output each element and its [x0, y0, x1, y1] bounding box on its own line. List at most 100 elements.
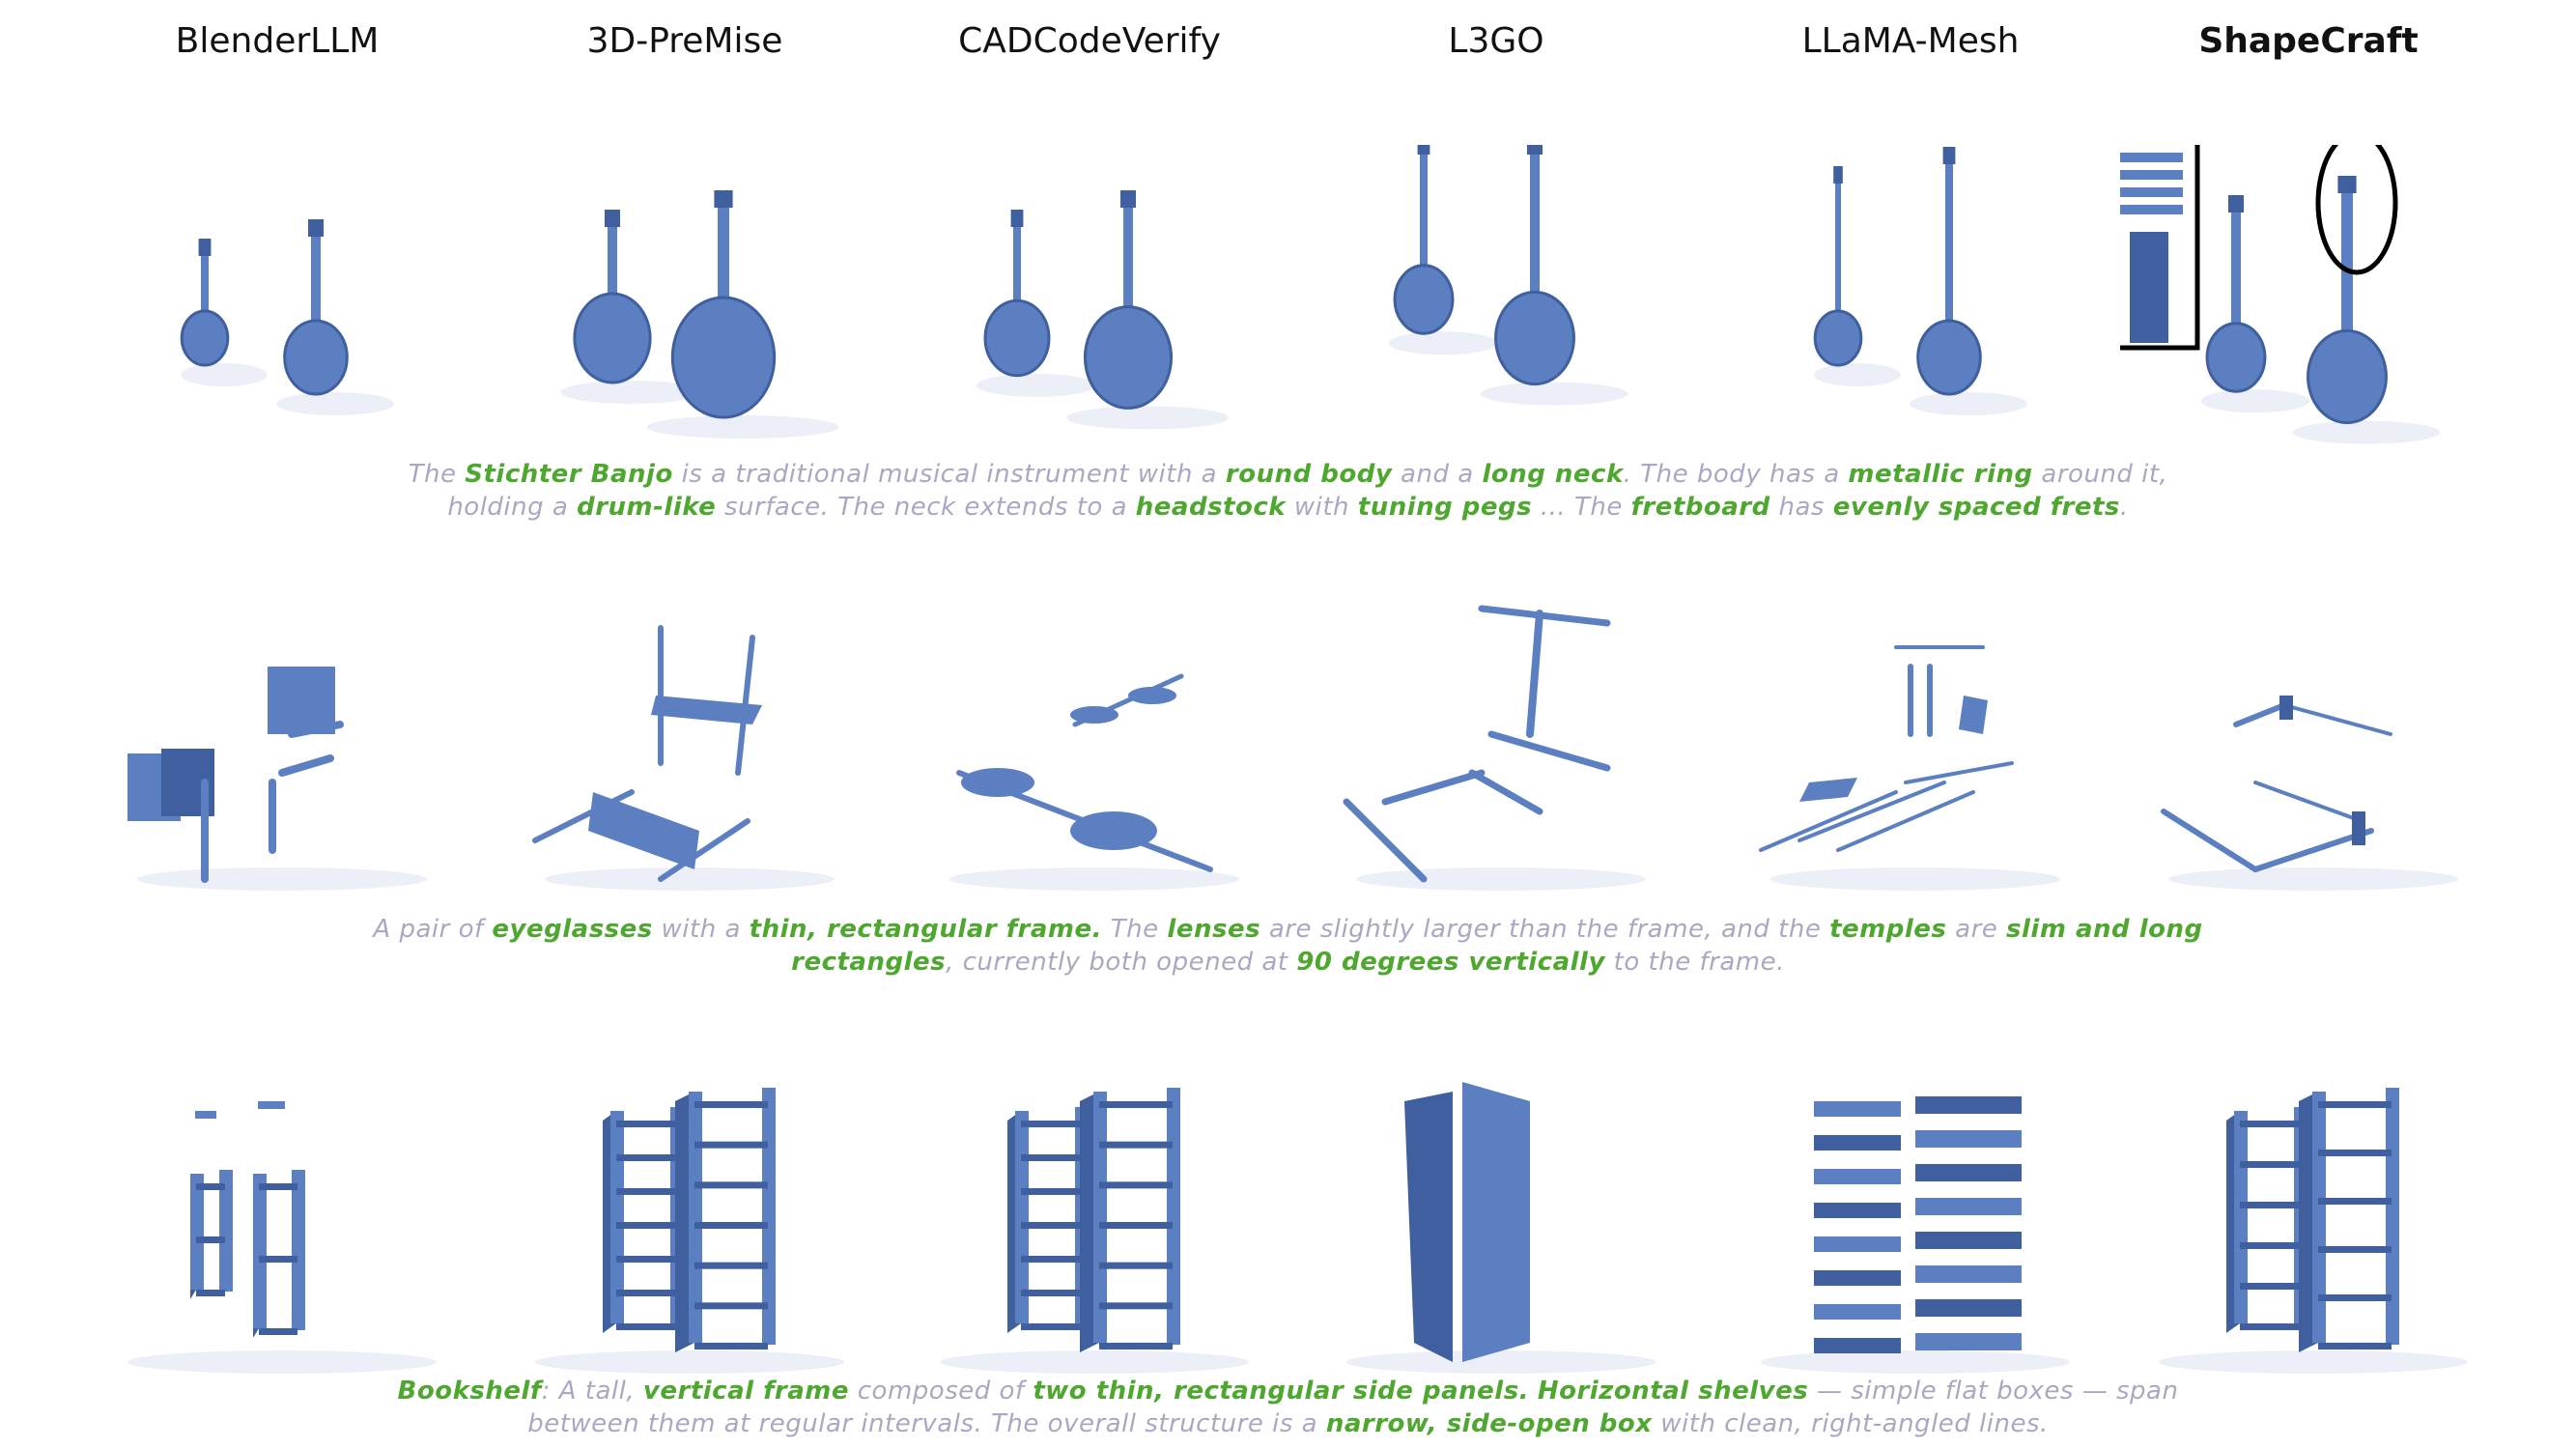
shelf-board [1099, 1181, 1173, 1189]
shelf-board [2240, 1323, 2300, 1330]
shelf-board [1099, 1343, 1173, 1350]
banjo-body [1083, 305, 1174, 410]
shelf-board [2318, 1198, 2392, 1205]
frame [588, 792, 699, 869]
door-panel [1404, 1092, 1453, 1362]
shelf-board [1915, 1198, 2022, 1215]
shelf-side-panel [1015, 1111, 1029, 1323]
shelf-board [196, 1236, 225, 1243]
lens [1128, 687, 1176, 704]
shelf-side-panel [1093, 1092, 1107, 1343]
shelf-board [694, 1141, 768, 1149]
shelf-board [694, 1302, 768, 1310]
highlighted-phrase: two thin, rectangular side panels. [1033, 1377, 1530, 1406]
banjo-render [560, 190, 839, 439]
banjo-body [2307, 328, 2388, 425]
column-header-llama-mesh: LLaMA-Mesh [1801, 21, 2020, 61]
shelf-board [616, 1290, 676, 1296]
caption-text: The [408, 460, 466, 489]
banjo-render [976, 190, 1229, 430]
shelf-board [2240, 1283, 2300, 1290]
highlighted-phrase: Stichter Banjo [465, 460, 673, 489]
shadow [535, 1350, 844, 1374]
banjo-headstock [1942, 147, 1956, 164]
render-bookshelf-blenderllm [89, 1053, 466, 1381]
lens [1799, 778, 1857, 802]
lens [1070, 706, 1118, 724]
eyeglasses-render [127, 667, 427, 891]
render-eyeglasses-l3go [1308, 589, 1684, 918]
highlighted-phrase: temples [1829, 915, 1947, 944]
bookshelf-render [1346, 1082, 1656, 1374]
shelf-board [1814, 1338, 1901, 1353]
caption-text: . The body has a [1623, 460, 1849, 489]
shelf-side-panel [689, 1092, 702, 1343]
render-banjo-blenderllm [89, 145, 466, 473]
column-header-blenderllm: BlenderLLM [175, 21, 380, 61]
caption-text: holding a [447, 493, 578, 522]
bookshelf-render [2159, 1088, 2468, 1374]
bookshelf-render [940, 1088, 1249, 1374]
banjo-neck [1420, 155, 1428, 299]
headstock-highlight-ellipse [2315, 130, 2398, 275]
glasses-part [1526, 610, 1543, 738]
banjo-neck [2231, 213, 2241, 357]
caption-text: . [2119, 493, 2129, 522]
shelf-board [1814, 1236, 1901, 1252]
highlighted-phrase: rectangles [791, 948, 947, 977]
caption-text [1529, 1377, 1538, 1406]
render-bookshelf-l3go [1308, 1053, 1684, 1381]
banjo-headstock [1417, 137, 1430, 155]
eyeglasses-render [532, 625, 835, 891]
bookshelf-render [535, 1088, 844, 1374]
caption-text: to the frame. [1604, 948, 1785, 977]
glasses-part [288, 721, 344, 738]
banjo-body [2205, 322, 2267, 393]
shelf-board [1915, 1096, 2022, 1114]
banjo-headstock [605, 210, 620, 227]
banjo-body [1393, 264, 1455, 335]
shelf-board [2318, 1246, 2392, 1253]
glasses-part [2253, 781, 2364, 823]
shelf-board [694, 1222, 768, 1229]
shelf-board [1021, 1290, 1081, 1296]
render-banjo-shapecraft [2083, 113, 2497, 473]
glasses-part [2282, 703, 2392, 736]
shelf-board [1021, 1154, 1081, 1161]
shadow [2200, 389, 2310, 413]
shelf-board [2240, 1121, 2300, 1127]
glasses-part [1487, 730, 1611, 772]
caption-line: A pair of eyeglasses with a thin, rectan… [0, 913, 2576, 946]
shadow [2168, 867, 2458, 891]
shelf-board [616, 1323, 676, 1330]
caption-banjo: The Stichter Banjo is a traditional musi… [0, 458, 2576, 524]
banjo-neck [608, 227, 617, 338]
shelf-board [1814, 1101, 1901, 1117]
caption-text: : A tall, [541, 1377, 643, 1406]
eyeglasses-render [1759, 645, 2060, 891]
caption-text: composed of [849, 1377, 1033, 1406]
highlighted-phrase: eyeglasses [492, 915, 653, 944]
render-eyeglasses-cadcodeverify [901, 589, 1278, 918]
hinge [2352, 811, 2365, 845]
shadow [2159, 1350, 2468, 1374]
lens [1959, 696, 1988, 734]
highlighted-phrase: tuning pegs [1357, 493, 1533, 522]
banjo-neck [1123, 208, 1133, 357]
glasses-part [1381, 769, 1486, 806]
glasses-part [1836, 790, 1975, 852]
eyeglasses-render [949, 673, 1239, 891]
render-banjo-cadcodeverify [901, 145, 1278, 473]
highlighted-phrase: drum-like [577, 493, 717, 522]
tuning-peg [2106, 187, 2183, 197]
caption-line: rectangles, currently both opened at 90 … [0, 946, 2576, 979]
shelf-board [1021, 1323, 1081, 1330]
shadow [1814, 363, 1901, 386]
shadow [545, 867, 835, 891]
shelf-board [1021, 1188, 1081, 1195]
banjo-headstock [198, 239, 212, 256]
shadow [181, 363, 268, 386]
door-panel [1462, 1082, 1530, 1362]
shelf-board [1915, 1299, 2022, 1317]
caption-text: with [1286, 493, 1358, 522]
